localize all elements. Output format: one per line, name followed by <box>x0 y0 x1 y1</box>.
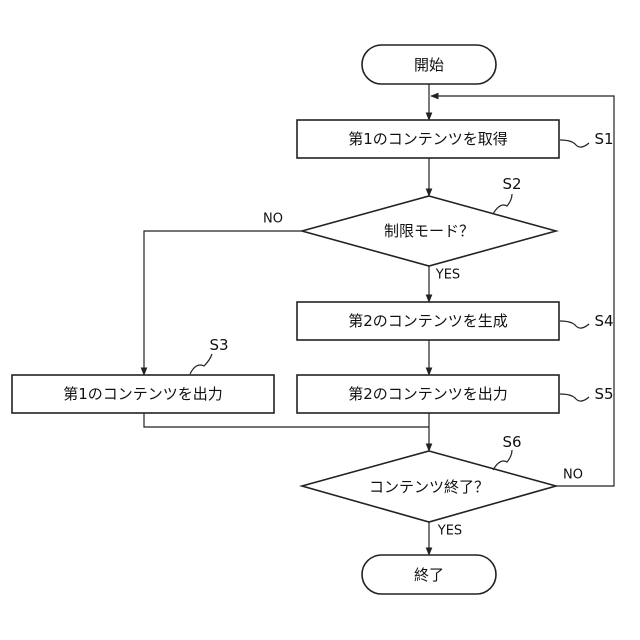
node-s5: 第2のコンテンツを出力 <box>297 375 559 413</box>
branch-s6-no: NO <box>563 468 583 483</box>
node-s4-label: 第2のコンテンツを生成 <box>348 312 508 330</box>
node-end-label: 終了 <box>414 566 444 584</box>
edge-s3-to-merge <box>144 413 429 427</box>
branch-s2-yes: YES <box>435 268 460 283</box>
step-label-s5: S5 <box>594 385 613 403</box>
step-label-s3: S3 <box>209 336 228 354</box>
branch-s6-yes: YES <box>437 524 462 539</box>
node-s5-label: 第2のコンテンツを出力 <box>348 385 508 403</box>
node-s6: コンテンツ終了？ <box>302 451 556 522</box>
node-start: 開始 <box>362 45 496 84</box>
node-s3-label: 第1のコンテンツを出力 <box>63 385 223 403</box>
leader-s5 <box>560 394 589 401</box>
leader-s4 <box>560 321 589 328</box>
leader-s6 <box>493 450 512 470</box>
node-end: 終了 <box>362 555 496 594</box>
leader-s1 <box>560 140 589 147</box>
node-start-label: 開始 <box>414 56 444 74</box>
node-s3: 第1のコンテンツを出力 <box>12 375 274 413</box>
node-s4: 第2のコンテンツを生成 <box>297 302 559 340</box>
leader-s3 <box>190 354 212 374</box>
branch-s2-no: NO <box>263 212 283 227</box>
step-label-s4: S4 <box>594 312 613 330</box>
node-s2-label: 制限モード？ <box>384 222 474 240</box>
step-label-s6: S6 <box>502 433 521 451</box>
step-label-s2: S2 <box>502 175 521 193</box>
node-s1: 第1のコンテンツを取得 <box>297 120 559 158</box>
node-s6-label: コンテンツ終了？ <box>369 478 489 496</box>
node-s2: 制限モード？ <box>302 196 556 266</box>
node-s1-label: 第1のコンテンツを取得 <box>348 130 508 148</box>
step-label-s1: S1 <box>594 130 613 148</box>
leader-s2 <box>493 194 512 214</box>
